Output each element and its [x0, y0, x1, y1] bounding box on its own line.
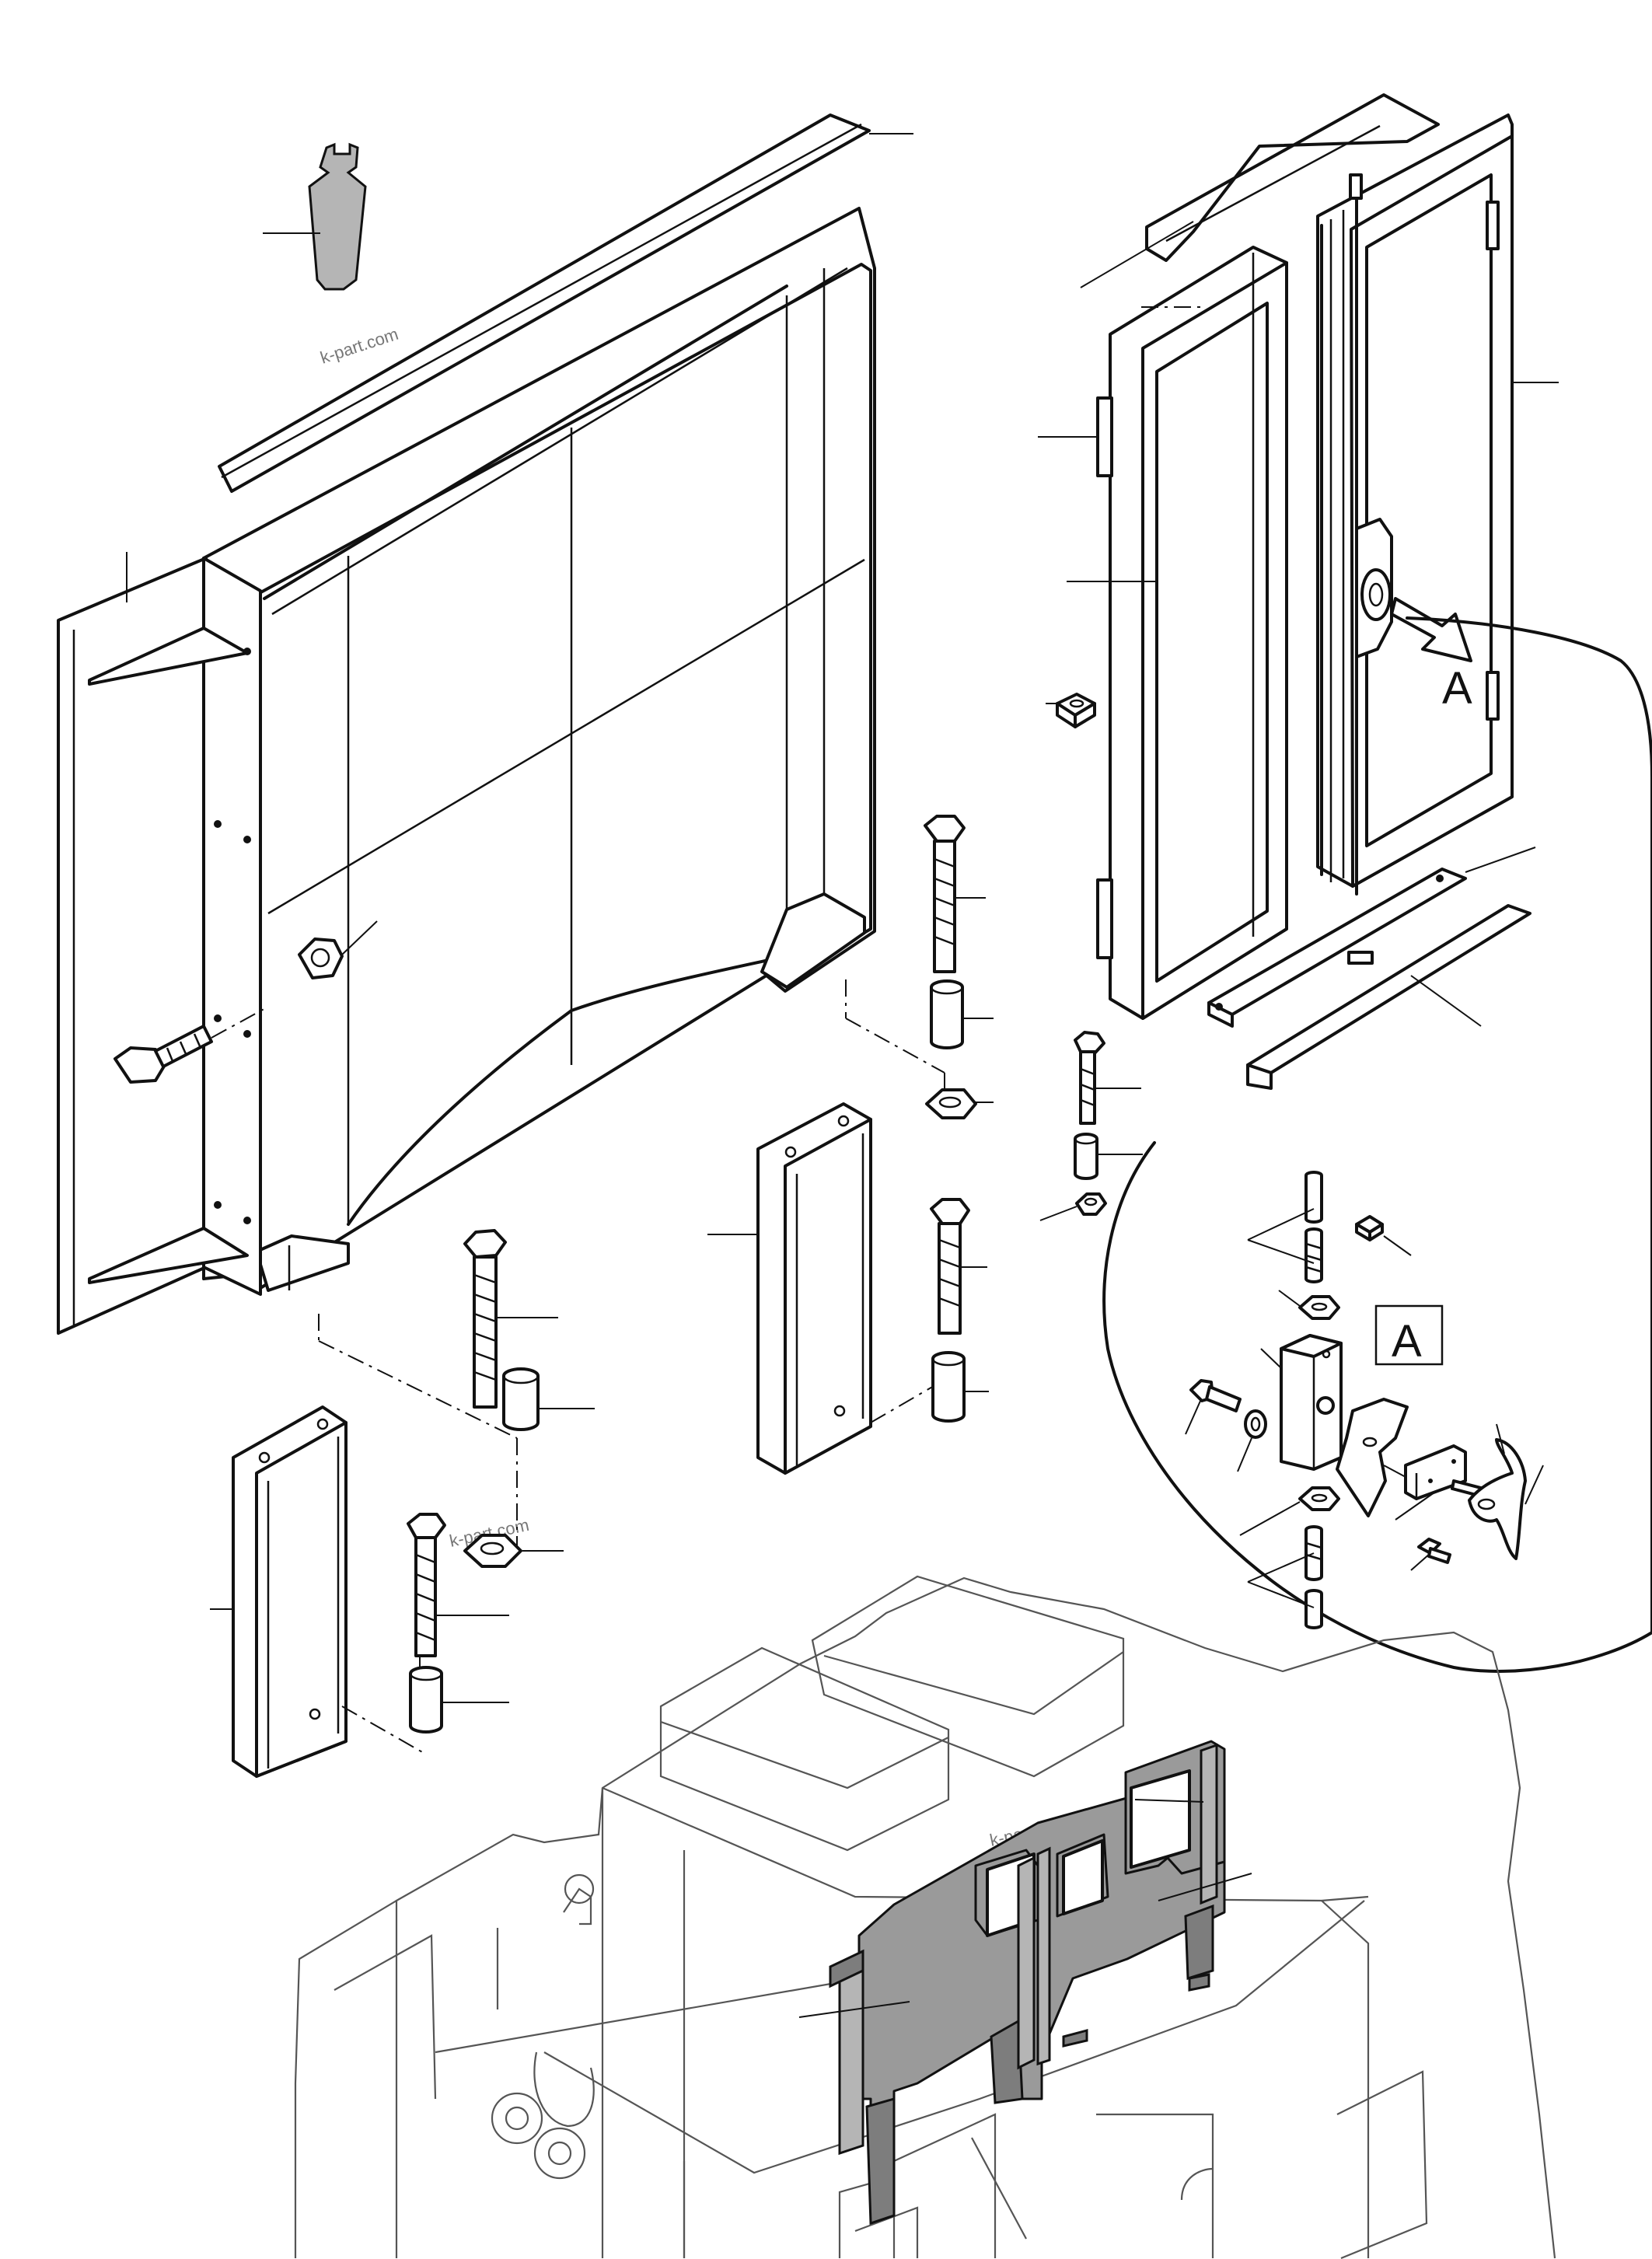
- watermark-1: k-part.com: [318, 324, 401, 368]
- highlighted-mount-assembly: [798, 1740, 1252, 2226]
- right-top-cap: [1080, 93, 1440, 288]
- left-channel-post: [57, 552, 262, 1335]
- left-bolt-and-nut: [114, 920, 378, 1084]
- right-small-fasteners: [1039, 1031, 1143, 1221]
- main-frame: [202, 207, 876, 1292]
- detail-a-lock-assembly: A: [1102, 616, 1652, 1673]
- right-door-panel-left: [1038, 246, 1288, 1020]
- left-lower-frame: [210, 1405, 348, 1778]
- machine-installation-view: [294, 1575, 1556, 2259]
- top-seal-strip: [218, 113, 913, 493]
- right-bottom-angle-strips: [1207, 847, 1536, 1090]
- detail-arrow-label: A: [1442, 663, 1472, 714]
- right-door-panel-right: A: [1316, 113, 1559, 896]
- detail-box-label: A: [1392, 1316, 1422, 1367]
- detail-box: [1374, 1304, 1444, 1366]
- center-fastener-stack: [924, 815, 994, 1423]
- square-nut-upper: [1046, 693, 1096, 728]
- left-fastener-stack: [318, 1229, 595, 1754]
- center-lower-frame: [707, 979, 945, 1475]
- rubber-plug-part: [263, 142, 367, 291]
